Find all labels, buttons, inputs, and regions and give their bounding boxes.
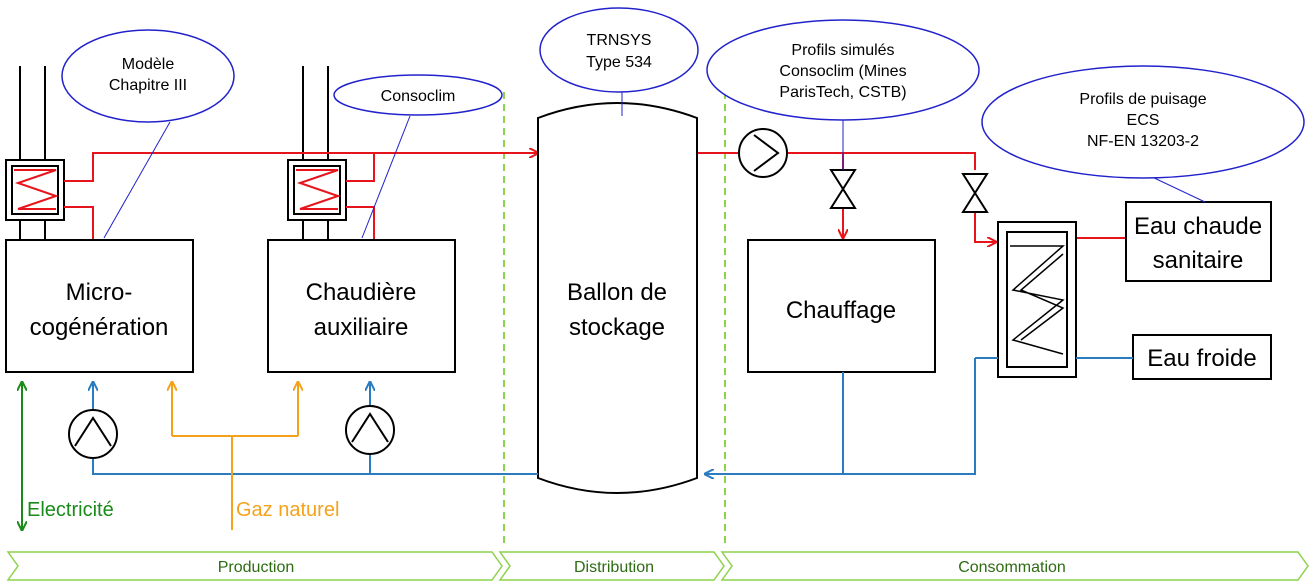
electricite-label: Electricité bbox=[27, 499, 114, 521]
eau-chaude-sanitaire-box bbox=[1125, 201, 1272, 282]
chauffage-box bbox=[747, 239, 936, 373]
heat-exchanger-chaudiere bbox=[287, 159, 347, 221]
micro-cogeneration-box bbox=[5, 239, 194, 373]
bubble-puisage-line2: ECS bbox=[1127, 112, 1160, 129]
phase-distribution-label: Distribution bbox=[574, 559, 654, 576]
bubble-trnsys-line1: TRNSYS bbox=[587, 32, 652, 49]
bubble-trnsys: TRNSYS Type 534 bbox=[539, 7, 699, 116]
chaudiere-auxiliaire-box bbox=[267, 239, 456, 373]
phase-production: Production bbox=[6, 551, 503, 581]
chauffage-label: Chauffage bbox=[786, 297, 896, 324]
micro-label-2: cogénération bbox=[30, 314, 169, 341]
heat-exchanger-micro bbox=[5, 159, 65, 221]
tank-label-1: Ballon de bbox=[567, 279, 667, 306]
bubble-modele-line2: Chapitre III bbox=[109, 77, 187, 94]
pump-distribution bbox=[738, 128, 788, 178]
gas-lines bbox=[172, 382, 298, 530]
bubble-profils-line3: ParisTech, CSTB) bbox=[779, 84, 906, 101]
pump-micro bbox=[68, 409, 118, 459]
chimneys bbox=[19, 66, 329, 240]
valve-chauffage bbox=[829, 169, 857, 209]
pump-chaudiere bbox=[345, 405, 395, 455]
phase-consommation: Consommation bbox=[720, 551, 1309, 581]
bubble-puisage: Profils de puisage ECS NF-EN 13203-2 bbox=[981, 65, 1305, 203]
cold-water-lines bbox=[93, 357, 1133, 474]
phase-separators bbox=[503, 92, 726, 546]
ecs-label-1: Eau chaude bbox=[1134, 213, 1262, 240]
phase-distribution: Distribution bbox=[498, 551, 725, 581]
bubble-puisage-line1: Profils de puisage bbox=[1079, 91, 1206, 108]
storage-tank bbox=[537, 102, 698, 494]
phase-production-label: Production bbox=[218, 559, 295, 576]
eau-froide-label: Eau froide bbox=[1147, 345, 1256, 372]
bubble-trnsys-line2: Type 534 bbox=[586, 54, 652, 71]
chaudiere-label-2: auxiliaire bbox=[314, 314, 409, 341]
phase-consommation-label: Consommation bbox=[958, 559, 1066, 576]
bubble-profils-line1: Profils simulés bbox=[791, 42, 894, 59]
ecs-heat-exchanger bbox=[997, 221, 1077, 378]
eau-froide-box bbox=[1132, 334, 1272, 380]
bubble-modele-line1: Modèle bbox=[122, 56, 175, 73]
bubble-profils-line2: Consoclim (Mines bbox=[779, 63, 906, 80]
bubble-modele: Modèle Chapitre III bbox=[61, 29, 235, 239]
micro-label-1: Micro- bbox=[66, 279, 133, 306]
valve-ecs bbox=[961, 173, 989, 213]
gaz-naturel-label: Gaz naturel bbox=[236, 499, 339, 521]
bubble-consoclim-text: Consoclim bbox=[381, 88, 456, 105]
chaudiere-label-1: Chaudière bbox=[306, 279, 417, 306]
bubble-puisage-line3: NF-EN 13203-2 bbox=[1087, 133, 1199, 150]
ecs-label-2: sanitaire bbox=[1153, 247, 1244, 274]
tank-label-2: stockage bbox=[569, 314, 665, 341]
bubble-profils: Profils simulés Consoclim (Mines ParisTe… bbox=[706, 19, 980, 170]
bubble-consoclim: Consoclim bbox=[333, 74, 503, 239]
